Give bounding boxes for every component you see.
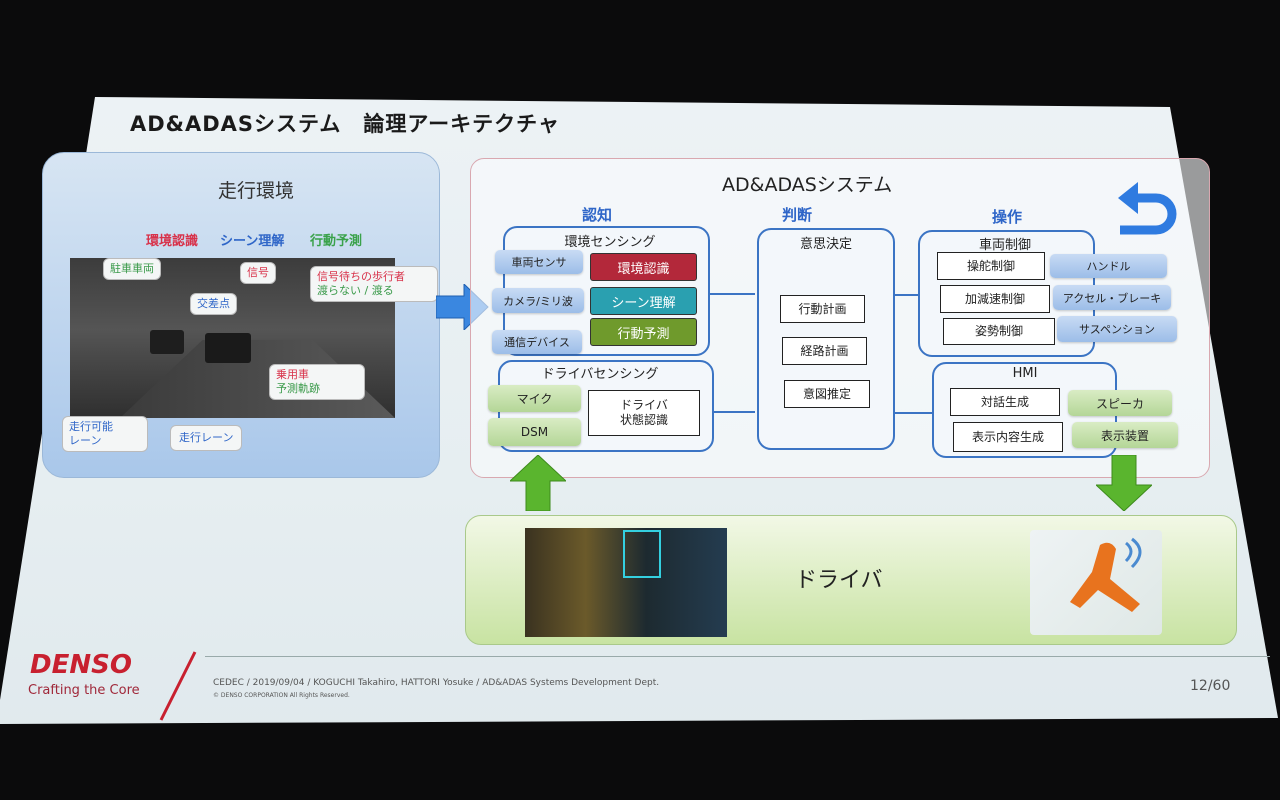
sensor-vehicle: 車両センサ: [495, 250, 583, 274]
intent-estimation: 意図推定: [784, 380, 870, 408]
callout-lane: 走行レーン: [170, 425, 243, 451]
feedback-loop-icon: [1118, 182, 1177, 235]
environment-title: 走行環境: [218, 180, 295, 202]
connector-arrow: [710, 293, 755, 295]
callout-pedestrian-line2: 渡らない / 渡る: [317, 284, 394, 297]
tagline: Crafting the Core: [28, 683, 140, 698]
callout-parked-vehicle: 駐車車両: [103, 258, 161, 280]
action-planning: 行動計画: [780, 295, 865, 323]
function-env-recognition: 環境認識: [590, 253, 697, 281]
display-content-generation: 表示内容生成: [953, 422, 1063, 452]
function-behavior-prediction: 行動予測: [590, 318, 697, 346]
actuator-steering-wheel: ハンドル: [1050, 254, 1167, 278]
callout-pedestrian: 信号待ちの歩行者渡らない / 渡る: [310, 266, 438, 302]
car-shape: [150, 330, 184, 354]
header-recognition: 認知: [582, 206, 613, 224]
driver-state-line2: 状態認識: [619, 413, 668, 427]
car-shape: [205, 333, 251, 363]
footer-divider: [205, 656, 1270, 657]
down-arrow-icon: [1096, 455, 1152, 511]
tag-behavior-prediction: 行動予測: [310, 234, 363, 249]
callout-drivable-lane: 走行可能レーン: [62, 416, 148, 452]
driver-label: ドライバ: [795, 568, 883, 593]
driver-monitoring-photo: [525, 528, 727, 637]
sensor-dsm: DSM: [488, 418, 581, 446]
sensor-microphone: マイク: [488, 385, 581, 412]
device-speaker: スピーカ: [1068, 390, 1172, 416]
connector-arrow: [895, 294, 918, 296]
route-planning: 経路計画: [782, 337, 867, 365]
callout-intersection: 交差点: [190, 293, 237, 315]
steering-control: 操舵制御: [937, 252, 1045, 280]
callout-car: 乗用車予測軌跡: [269, 364, 365, 400]
driver-seat-icon: [1070, 537, 1142, 612]
up-arrow-icon: [510, 455, 566, 511]
footer-event: CEDEC / 2019/09/04 / KOGUCHI Takahiro, H…: [213, 678, 660, 688]
sensor-communication: 通信デバイス: [492, 330, 582, 354]
denso-logo: DENSO: [30, 650, 132, 680]
decision-label: 意思決定: [799, 237, 852, 252]
header-judgment: 判断: [782, 206, 813, 224]
slide-title: AD&ADASシステム 論理アーキテクチャ: [130, 112, 560, 136]
driver-state-line1: ドライバ: [620, 398, 668, 412]
hmi-label: HMI: [1012, 366, 1038, 381]
attitude-control: 姿勢制御: [943, 318, 1055, 345]
tag-environment-recognition: 環境認識: [146, 234, 199, 249]
env-sensing-label: 環境センシング: [564, 235, 656, 250]
face-detection-frame: [623, 530, 661, 578]
system-title: AD&ADASシステム: [722, 174, 893, 196]
actuator-accel-brake: アクセル・ブレーキ: [1053, 285, 1171, 310]
dialog-generation: 対話生成: [950, 388, 1060, 416]
callout-drivable-line1: 走行可能: [69, 420, 113, 433]
logo-slash: [159, 651, 197, 721]
callout-car-line1: 乗用車: [276, 368, 309, 381]
function-scene-understanding: シーン理解: [590, 287, 697, 315]
device-display: 表示装置: [1072, 422, 1178, 448]
header-operation: 操作: [992, 208, 1023, 226]
callout-car-line2: 予測軌跡: [276, 382, 320, 395]
driver-sensing-label: ドライバセンシング: [541, 367, 659, 382]
sensor-camera-radar: カメラ/ミリ波: [492, 288, 584, 313]
page-number: 12/60: [1190, 678, 1231, 694]
footer-copyright: © DENSO CORPORATION All Rights Reserved.: [213, 692, 350, 699]
connector-arrow: [895, 412, 932, 414]
connector-arrow: [714, 411, 755, 413]
vehicle-control-label: 車両制御: [978, 238, 1031, 253]
driver-state-recognition: ドライバ状態認識: [588, 390, 700, 436]
callout-drivable-line2: レーン: [69, 434, 102, 447]
actuator-suspension: サスペンション: [1057, 316, 1177, 342]
callout-pedestrian-line1: 信号待ちの歩行者: [317, 270, 405, 283]
acceleration-control: 加減速制御: [940, 285, 1050, 313]
tag-scene-understanding: シーン理解: [220, 234, 285, 249]
callout-signal: 信号: [240, 262, 276, 284]
